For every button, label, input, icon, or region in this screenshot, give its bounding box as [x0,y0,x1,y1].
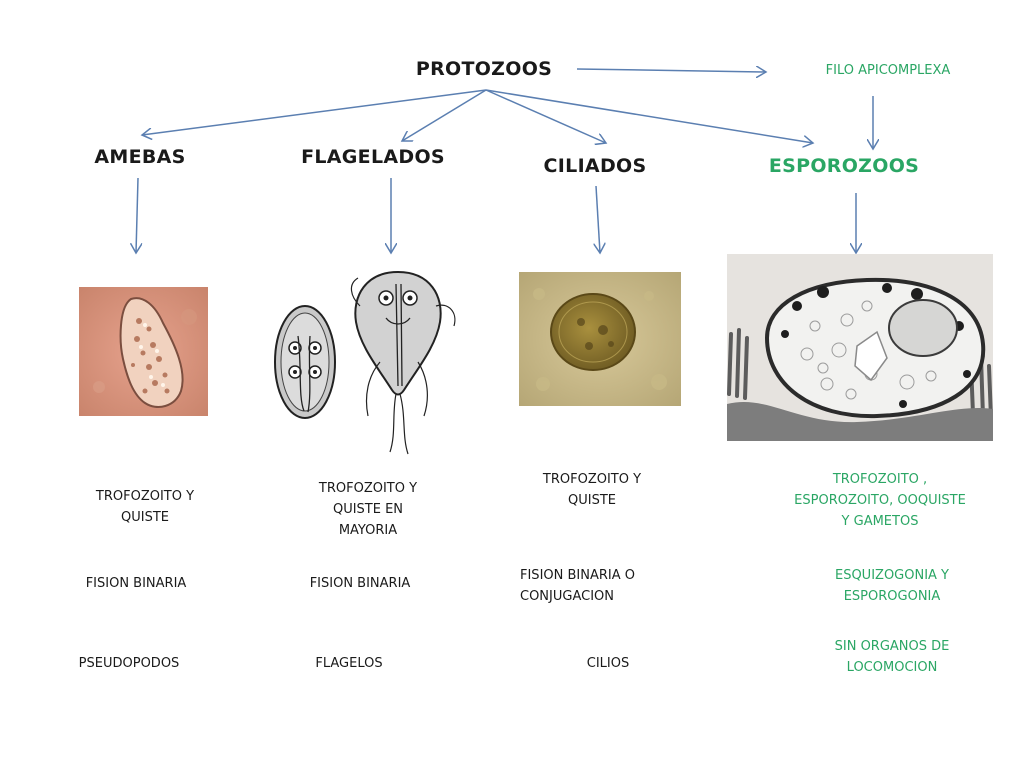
arrow-protozoos-to-amebas [142,89,487,135]
ciliate-micrograph-icon [519,272,681,406]
flagelados-stages: TROFOZOITO Y QUISTE EN MAYORIA [318,481,418,538]
ciliados-reproduction: FISION BINARIA O CONJUGACION [520,568,635,604]
esporozoos-locomotion: SIN ORGANOS DE LOCOMOCION [834,639,950,675]
esporozoos-reproduction: ESQUIZOGONIA Y ESPOROGONIA [834,568,950,604]
giardia-drawing-icon [268,266,464,456]
sporozoan-micrograph-icon [727,254,993,441]
arrow-protozoos-to-ciliados [485,89,606,143]
ciliados-stages: TROFOZOITO Y QUISTE [542,472,642,508]
flagelados-locomotion: FLAGELOS [315,656,383,671]
group-title-ciliados: CILIADOS [543,155,647,177]
amebas-reproduction: FISION BINARIA [85,576,187,591]
root-title: PROTOZOOS [415,58,553,80]
amebas-locomotion: PSEUDOPODOS [78,656,180,671]
esporozoos-stages: TROFOZOITO , ESPOROZOITO, OOQUISTE Y GAM… [794,472,966,529]
group-title-amebas: AMEBAS [94,146,186,168]
group-title-flagelados: FLAGELADOS [301,146,445,168]
arrow-amebas-down [136,177,138,253]
arrow-protozoos-to-flagelados [402,89,487,141]
phylum-label: FILO APICOMPLEXA [825,63,951,78]
arrow-protozoos-to-apicomplexa [576,69,766,72]
flagelados-reproduction: FISION BINARIA [309,576,411,591]
amoeba-micrograph-icon [79,287,208,416]
ciliados-locomotion: CILIOS [586,656,630,671]
amebas-stages: TROFOZOITO Y QUISTE [95,489,195,525]
arrow-ciliados-down [596,185,600,253]
group-title-esporozoos: ESPOROZOOS [768,155,920,177]
arrow-protozoos-to-esporozoos [485,89,813,143]
